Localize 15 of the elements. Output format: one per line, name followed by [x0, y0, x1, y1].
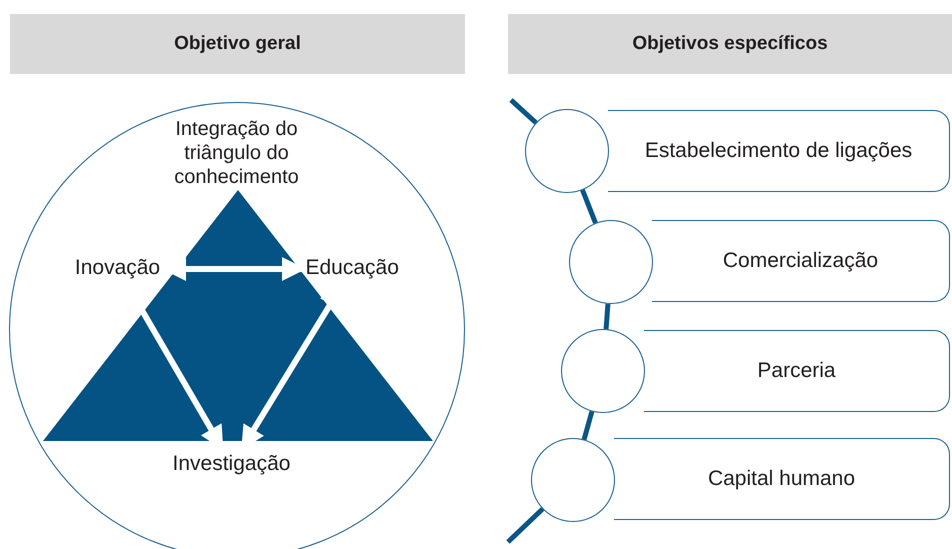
- header-band: Objetivos específicos: [508, 14, 952, 74]
- connector-line: [580, 189, 598, 224]
- corner-label: Investigação: [170, 450, 294, 480]
- corner-label: Inovação: [74, 254, 162, 284]
- header-band: Objetivo geral: [10, 14, 465, 74]
- connector-line: [509, 98, 538, 125]
- objective-box: Comercialização: [652, 220, 950, 302]
- objective-box: Estabelecimento de ligações: [608, 110, 950, 192]
- connector-line: [582, 410, 594, 440]
- connector-line: [506, 507, 544, 544]
- objective-box: Capital humano: [614, 438, 950, 520]
- circle-title: Integração do triângulo do conhecimento: [173, 117, 300, 189]
- connector-line: [604, 304, 610, 330]
- objective-box: Parceria: [644, 330, 950, 412]
- corner-label: Educação: [306, 254, 398, 284]
